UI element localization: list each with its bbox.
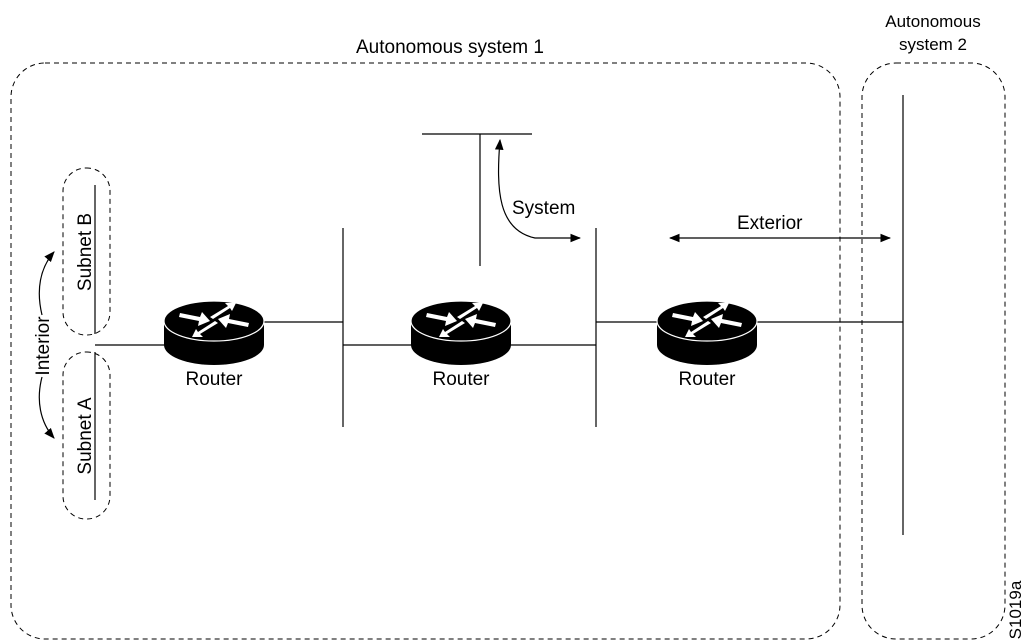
interior-arrow-up — [38, 251, 55, 316]
subnet-b-boundary — [62, 167, 111, 336]
autonomous-system-2-label-line1: Autonomous — [885, 12, 980, 31]
interior-arrow-down — [38, 376, 55, 439]
router-2-label: Router — [432, 369, 490, 390]
autonomous-system-1-label: Autonomous system 1 — [356, 37, 544, 58]
figure-id: S1019a — [1006, 580, 1025, 639]
exterior-label: Exterior — [737, 213, 803, 234]
autonomous-system-1-boundary — [10, 62, 841, 640]
system-label: System — [512, 198, 575, 219]
router-3-icon — [656, 300, 758, 366]
subnet-a-boundary — [62, 351, 111, 520]
autonomous-system-2-label-line2: system 2 — [899, 35, 967, 54]
subnet-a-label: Subnet A — [75, 397, 96, 474]
router-2-icon — [410, 300, 512, 366]
subnet-b-label: Subnet B — [75, 213, 96, 291]
autonomous-system-2-boundary — [861, 62, 1006, 640]
router-1-icon — [163, 300, 265, 366]
network-segments — [94, 95, 904, 535]
interior-label: Interior — [33, 316, 54, 376]
router-1-label: Router — [185, 369, 243, 390]
router-3-label: Router — [678, 369, 736, 390]
system-arrow — [494, 138, 582, 243]
